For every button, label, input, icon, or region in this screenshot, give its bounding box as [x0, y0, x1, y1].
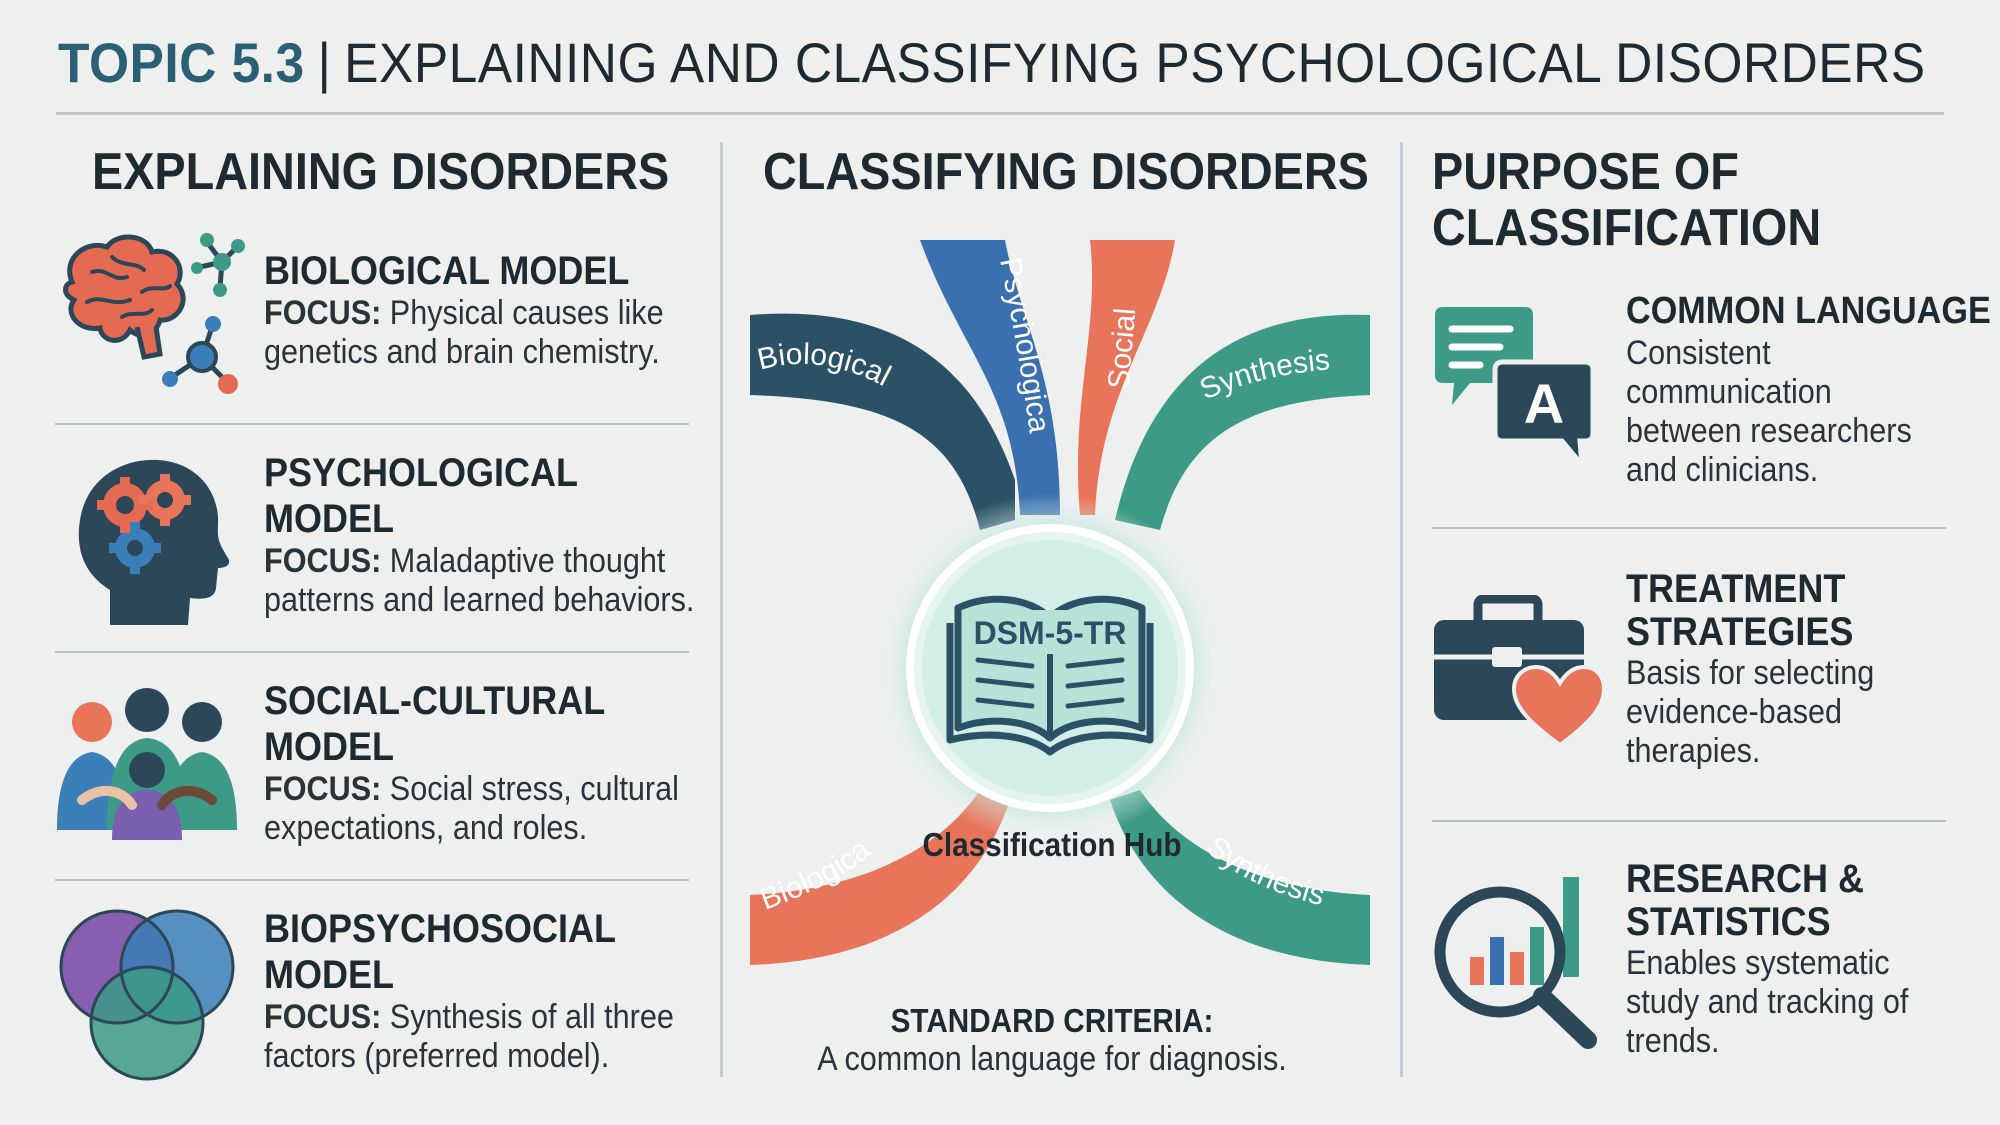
common-language-item: COMMON LANGUAGE Consistent communication… — [1626, 288, 2000, 490]
stream-synthesis-top — [1115, 314, 1370, 530]
research-statistics-text-line2: study and tracking of — [1626, 983, 1909, 1021]
social-cultural-model-title: SOCIAL-CULTURAL — [264, 679, 606, 723]
biopsychosocial-model-focus-line2: factors (preferred model). — [264, 1037, 610, 1075]
item-divider — [1432, 527, 1946, 529]
item-divider — [55, 423, 689, 425]
social-cultural-model-focus-line2: expectations, and roles. — [264, 809, 588, 847]
treatment-strategies-text-line3: therapies. — [1626, 732, 1761, 770]
page-title: TOPIC 5.3|EXPLAINING AND CLASSIFYING PSY… — [58, 30, 1926, 95]
people-group-icon — [52, 680, 242, 855]
common-language-text-line2: communication — [1626, 373, 1832, 411]
item-divider — [1432, 820, 1946, 822]
explaining-heading: EXPLAINING DISORDERS — [92, 143, 670, 201]
topic-number: TOPIC 5.3 — [58, 31, 305, 94]
treatment-strategies-text-line1: Basis for selecting — [1626, 654, 1875, 692]
stream-label-social: Social — [1102, 307, 1142, 391]
common-language-text-line3: between researchers — [1626, 412, 1912, 450]
item-divider — [55, 879, 689, 881]
common-language-text-line4: and clinicians. — [1626, 451, 1819, 489]
psychological-model-item: PSYCHOLOGICAL MODEL FOCUS: Maladaptive t… — [264, 450, 742, 620]
psychological-model-focus: FOCUS: Maladaptive thought — [264, 542, 666, 580]
social-cultural-model-item: SOCIAL-CULTURAL MODEL FOCUS: Social stre… — [264, 678, 725, 848]
common-language-text-line1: Consistent — [1626, 334, 1771, 372]
biopsychosocial-model-title: BIOPSYCHOSOCIAL — [264, 907, 617, 951]
stream-social-top — [1077, 240, 1175, 515]
biopsychosocial-model-focus: FOCUS: Synthesis of all three — [264, 998, 674, 1036]
research-statistics-item: RESEARCH & STATISTICS Enables systematic… — [1626, 858, 1940, 1061]
research-statistics-text-line3: trends. — [1626, 1022, 1720, 1060]
research-statistics-text-line1: Enables systematic — [1626, 944, 1890, 982]
biological-model-focus: FOCUS: Physical causes like — [264, 294, 664, 332]
psychological-model-title: PSYCHOLOGICAL — [264, 451, 579, 495]
psychological-model-focus-line2: patterns and learned behaviors. — [264, 581, 695, 619]
biopsychosocial-model-title-line2: MODEL — [264, 953, 394, 997]
standard-criteria: STANDARD CRITERIA: A common language for… — [752, 1002, 1352, 1079]
social-cultural-model-focus: FOCUS: Social stress, cultural — [264, 770, 679, 808]
standard-criteria-title: STANDARD CRITERIA: — [890, 1002, 1214, 1039]
medical-kit-heart-icon — [1430, 594, 1607, 760]
biological-model-focus-line2: genetics and brain chemistry. — [264, 333, 660, 371]
title-separator: | — [317, 31, 332, 94]
biopsychosocial-model-item: BIOPSYCHOSOCIAL MODEL FOCUS: Synthesis o… — [264, 906, 719, 1076]
stream-synthesis-bottom — [1110, 790, 1370, 965]
social-cultural-model-title-line2: MODEL — [264, 725, 394, 769]
stream-psychological-top — [920, 240, 1060, 515]
venn-diagram-icon — [52, 905, 242, 1090]
head-gears-icon — [70, 450, 230, 635]
research-statistics-title: RESEARCH & — [1626, 857, 1865, 901]
treatment-strategies-title-line2: STRATEGIES — [1626, 610, 1854, 654]
classification-diagram: Biological Psychological Social Synthesi… — [737, 204, 1380, 975]
header-divider — [56, 112, 1944, 115]
chat-bubbles-icon: A — [1430, 305, 1600, 480]
column-divider-left — [720, 142, 723, 1077]
treatment-strategies-item: TREATMENT STRATEGIES Basis for selecting… — [1626, 568, 1902, 771]
title-text: EXPLAINING AND CLASSIFYING PSYCHOLOGICAL… — [344, 31, 1926, 94]
stream-biological-bottom — [750, 790, 1010, 965]
biological-model-title: BIOLOGICAL MODEL — [264, 249, 630, 293]
item-divider — [55, 651, 689, 653]
treatment-strategies-title: TREATMENT — [1626, 567, 1846, 611]
psychological-model-title-line2: MODEL — [264, 497, 394, 541]
stream-biological-top — [750, 313, 1015, 530]
book-icon: DSM-5-TR — [946, 595, 1154, 756]
magnifier-chart-icon — [1430, 872, 1605, 1057]
column-divider-right — [1400, 142, 1403, 1077]
hub-label: Classification Hub — [922, 826, 1182, 863]
biological-model-item: BIOLOGICAL MODEL FOCUS: Physical causes … — [264, 248, 708, 372]
chat-letter: A — [1524, 372, 1564, 435]
common-language-title: COMMON LANGUAGE — [1626, 290, 1991, 332]
classifying-heading: CLASSIFYING DISORDERS — [763, 143, 1369, 201]
research-statistics-title-line2: STATISTICS — [1626, 900, 1831, 944]
book-label: DSM-5-TR — [974, 615, 1127, 651]
standard-criteria-text: A common language for diagnosis. — [817, 1040, 1287, 1078]
treatment-strategies-text-line2: evidence-based — [1626, 693, 1843, 731]
purpose-heading: PURPOSE OF CLASSIFICATION — [1432, 143, 1822, 257]
brain-molecule-icon — [52, 222, 252, 407]
